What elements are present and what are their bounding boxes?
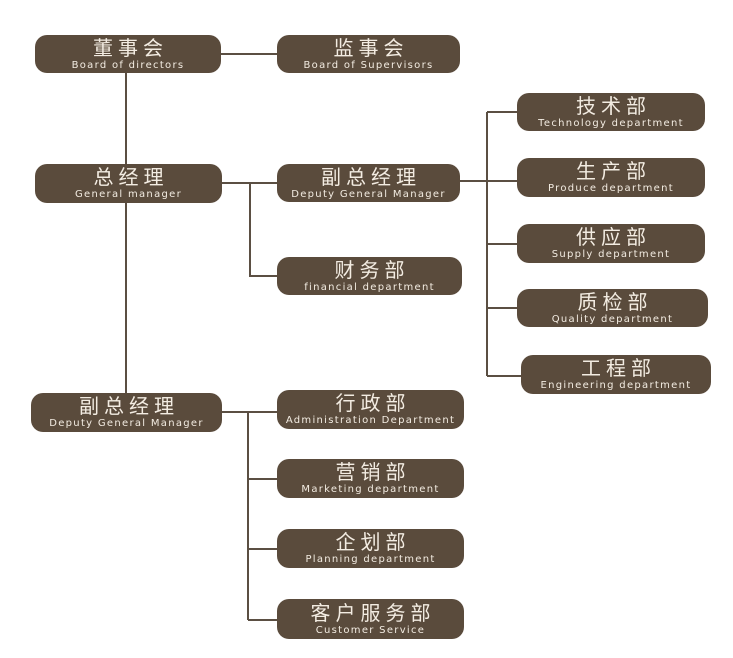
- node-financial-department: 财务部 financial department: [277, 257, 462, 295]
- node-engineering-department: 工程部 Engineering department: [521, 355, 711, 394]
- connector-gm-finance: [249, 183, 277, 277]
- node-label-cn: 质检部: [577, 289, 653, 314]
- node-label-en: Marketing department: [301, 484, 440, 495]
- node-label-cn: 监事会: [333, 35, 409, 60]
- node-board-of-directors: 董事会 Board of directors: [35, 35, 221, 73]
- node-label-en: Quality department: [551, 313, 674, 325]
- node-label-en: Board of directors: [71, 59, 185, 71]
- node-marketing-department: 营销部 Marketing department: [277, 459, 464, 498]
- node-label-en: Planning department: [305, 554, 436, 565]
- node-label-en: Deputy General Manager: [291, 188, 446, 200]
- node-deputy-general-manager-1: 副总经理 Deputy General Manager: [277, 164, 460, 202]
- node-label-cn: 工程部: [581, 356, 656, 380]
- node-label-en: Technology department: [538, 117, 684, 129]
- node-produce-department: 生产部 Produce department: [517, 158, 705, 197]
- node-label-en: Deputy General Manager: [49, 418, 204, 429]
- node-planning-department: 企划部 Planning department: [277, 529, 464, 568]
- node-label-cn: 总经理: [93, 165, 169, 189]
- node-label-en: General manager: [74, 189, 183, 200]
- node-general-manager: 总经理 General manager: [35, 164, 222, 203]
- node-label-cn: 副总经理: [79, 394, 179, 418]
- node-label-en: Produce department: [548, 183, 674, 194]
- node-label-cn: 营销部: [335, 460, 411, 484]
- node-deputy-general-manager-2: 副总经理 Deputy General Manager: [31, 393, 222, 432]
- node-administration-department: 行政部 Administration Department: [277, 390, 464, 429]
- node-supply-department: 供应部 Supply department: [517, 224, 705, 263]
- node-label-en: Administration Department: [285, 415, 456, 426]
- node-label-cn: 财务部: [334, 257, 410, 282]
- node-label-cn: 副总经理: [321, 164, 421, 189]
- node-customer-service: 客户服务部 Customer Service: [277, 599, 464, 639]
- node-label-cn: 客户服务部: [310, 600, 436, 625]
- node-label-en: Engineering department: [540, 380, 692, 391]
- node-label-cn: 董事会: [93, 35, 168, 60]
- node-label-en: financial department: [304, 281, 435, 293]
- node-label-en: Board of Supervisors: [303, 59, 434, 71]
- node-label-en: Customer Service: [315, 624, 426, 636]
- node-label-cn: 技术部: [576, 93, 651, 118]
- node-label-cn: 企划部: [335, 530, 411, 554]
- node-quality-department: 质检部 Quality department: [517, 289, 708, 327]
- node-label-cn: 行政部: [335, 391, 411, 415]
- node-board-of-supervisors: 监事会 Board of Supervisors: [277, 35, 460, 73]
- node-label-cn: 生产部: [576, 159, 651, 183]
- node-label-en: Supply department: [551, 249, 671, 260]
- node-label-cn: 供应部: [576, 225, 651, 249]
- node-technology-department: 技术部 Technology department: [517, 93, 705, 131]
